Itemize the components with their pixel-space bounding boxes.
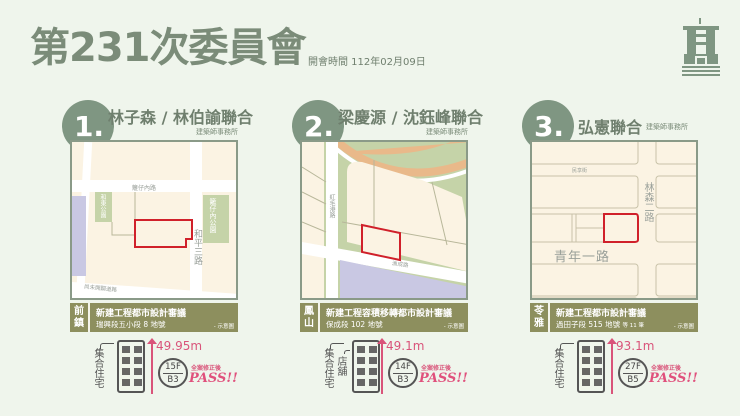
architect-name: 弘憲聯合: [578, 118, 643, 137]
lot-extra: 等 11 筆: [622, 323, 644, 329]
site-map: 紅毛港路 漁成路: [300, 140, 468, 300]
meeting-date: 開會時間 112年02月09日: [308, 57, 426, 68]
lot-number: 保成段 102 地號: [326, 320, 383, 329]
revised-label: 全案修正後: [651, 365, 682, 372]
height-arrow-icon: [377, 338, 387, 394]
map-label: 林森二路: [642, 182, 653, 222]
height-arrow-icon: [607, 338, 617, 394]
result-pass: PASS!!: [419, 371, 468, 386]
building-use: 集合住宅: [322, 348, 333, 388]
floors-below: B3: [167, 375, 179, 385]
project-type: 新建工程容積移轉都市設計審議: [326, 309, 453, 319]
site-map: 民享街 林森二路 青年一路: [530, 140, 698, 300]
project-info: 前鎮 新建工程都市設計審議 瑞興段五小段 8 地號 - 示意圖: [70, 303, 238, 332]
architect-firm: 建築師事務所: [196, 128, 238, 136]
map-label: 和平三路: [192, 229, 202, 265]
project-info: 鳳山 新建工程容積移轉都市設計審議 保成段 102 地號 - 示意圖: [300, 303, 468, 332]
building-use: 店舖: [335, 356, 346, 376]
lot-number: 過田子段 515 地號 等 11 筆: [556, 319, 644, 330]
floors-above: 27F: [625, 362, 641, 372]
project-info: 苓雅 新建工程都市設計審議 過田子段 515 地號 等 11 筆 - 示意圖: [530, 303, 698, 332]
page-title: 第231次委員會: [30, 25, 306, 71]
lot-number: 瑞興段五小段 8 地號: [96, 320, 166, 329]
map-note: - 示意圖: [443, 324, 464, 330]
map-label: 籬仔內公園: [209, 198, 217, 233]
floors-below: B5: [627, 375, 639, 385]
building-use: 集合住宅: [92, 348, 103, 388]
architect-name: 梁慶源 / 沈鈺峰聯合: [338, 108, 483, 127]
map-note: - 示意圖: [213, 324, 234, 330]
building-icon: [577, 340, 605, 393]
project-card-1: 1. 林子森 / 林伯諭聯合 建築師事務所 籬仔內路 和平三路 和東公園 籬仔內…: [62, 0, 292, 416]
building-icon: [352, 340, 380, 393]
district-label: 前鎮: [70, 303, 90, 332]
site-map: 籬仔內路 和平三路 和東公園 籬仔內公園 尚未開闢道路: [70, 140, 238, 300]
project-type: 新建工程都市設計審議: [556, 309, 647, 319]
result-pass: PASS!!: [189, 371, 238, 386]
building-height: 49.1m: [386, 339, 425, 353]
project-type: 新建工程都市設計審議: [96, 309, 187, 319]
architect-name: 林子森 / 林伯諭聯合: [108, 108, 253, 127]
building-icon: [117, 340, 145, 393]
result-pass: PASS!!: [649, 371, 698, 386]
height-arrow-icon: [147, 338, 157, 394]
revised-label: 全案修正後: [421, 365, 452, 372]
building-height: 49.95m: [156, 339, 203, 353]
map-label: 民享街: [572, 168, 588, 174]
floors-below: B3: [397, 375, 409, 385]
building-height: 93.1m: [616, 339, 655, 353]
floors-above: 15F: [165, 362, 181, 372]
floors-above: 14F: [395, 362, 411, 372]
district-label: 鳳山: [300, 303, 320, 332]
project-card-2: 2. 梁慶源 / 沈鈺峰聯合 建築師事務所 紅毛港路 漁成路 鳳山 新建工程容積…: [292, 0, 522, 416]
district-label: 苓雅: [530, 303, 550, 332]
logo-icon: [682, 18, 720, 76]
building-use: 集合住宅: [552, 348, 563, 388]
architect-firm: 建築師事務所: [646, 123, 688, 131]
map-label: 籬仔內路: [132, 185, 157, 192]
architect-firm: 建築師事務所: [426, 128, 468, 136]
revised-label: 全案修正後: [191, 365, 222, 372]
lot-number-text: 過田子段 515 地號: [556, 320, 621, 329]
map-label: 和東公園: [99, 194, 106, 218]
map-label: 青年一路: [554, 250, 611, 265]
project-card-3: 3. 弘憲聯合 建築師事務所 民享街 林森二路 青年一路 苓雅 新建工程都市設計…: [522, 0, 740, 416]
map-note: - 示意圖: [673, 324, 694, 330]
map-label: 紅毛港路: [328, 194, 335, 218]
